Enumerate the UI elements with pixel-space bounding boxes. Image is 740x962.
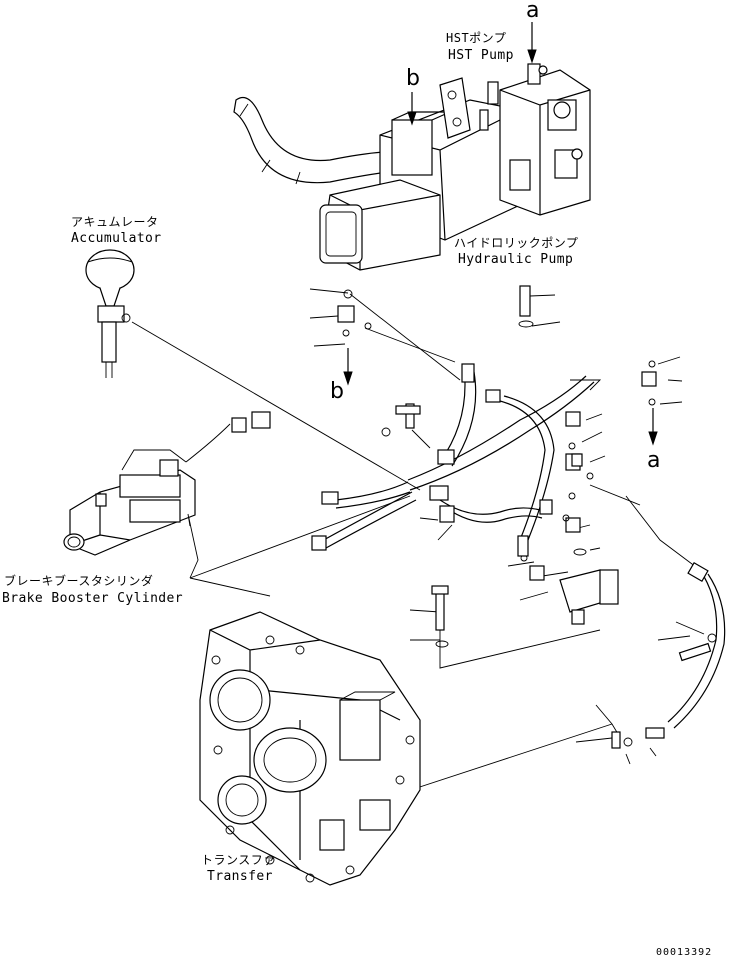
accumulator-label-jp: アキュムレータ [71, 215, 159, 229]
hst-pump-label-en: HST Pump [448, 48, 514, 63]
transfer-label-jp: トランスファ [201, 853, 276, 867]
brake-booster-cylinder [63, 411, 271, 556]
brake-booster-label-en: Brake Booster Cylinder [2, 591, 183, 606]
hydraulic-pump-label-jp: ハイドロリックポンプ [454, 236, 579, 250]
accumulator [85, 249, 135, 378]
transfer-case [199, 611, 421, 886]
hydraulic-pump-label-en: Hydraulic Pump [458, 252, 574, 267]
marker-a-top: a [526, 0, 540, 23]
marker-b-mid: b [330, 379, 344, 404]
fittings [311, 285, 717, 749]
brake-booster-label-jp: ブレーキブースタシリンダ [4, 574, 154, 588]
accumulator-label-en: Accumulator [71, 231, 162, 246]
marker-b-top: b [406, 66, 420, 91]
transfer-label-en: Transfer [207, 869, 273, 884]
hst-pump-label-jp: HSTポンプ [446, 31, 507, 45]
marker-a-right: a [647, 448, 661, 473]
document-number: 00013392 [656, 947, 713, 958]
hst-pump-assembly [233, 63, 591, 271]
